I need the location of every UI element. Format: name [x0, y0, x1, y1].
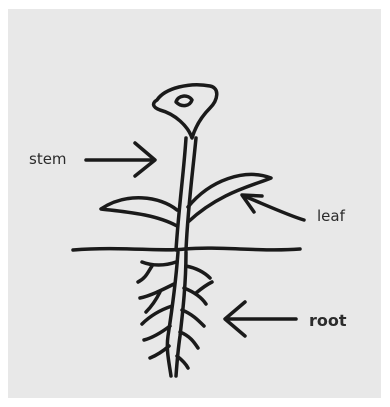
- left-leaf-shape: [101, 198, 177, 226]
- flower-icon: [154, 85, 217, 138]
- root-arrow: [225, 302, 296, 336]
- leaf-arrow: [242, 195, 304, 220]
- ground-line: [73, 248, 300, 250]
- root-system: [138, 252, 212, 376]
- stem-shape: [176, 138, 196, 250]
- stem-arrow: [86, 143, 155, 176]
- root-label: root: [309, 311, 347, 330]
- leaf-label: leaf: [317, 207, 345, 225]
- stem-label: stem: [29, 150, 67, 168]
- right-leaf-shape: [188, 175, 271, 222]
